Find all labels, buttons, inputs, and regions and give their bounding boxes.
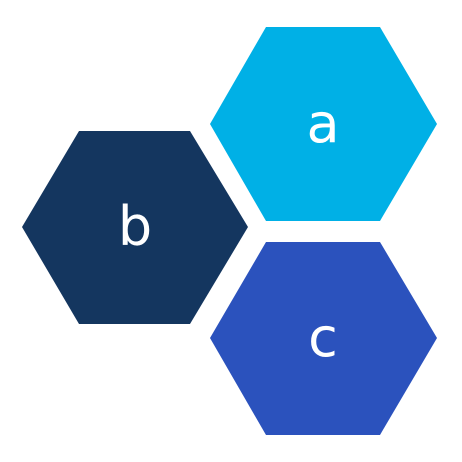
hexagon-b-shape <box>22 131 248 324</box>
hexagon-c: c <box>210 242 437 435</box>
hexagon-b-label: b <box>118 195 152 258</box>
hexagon-c-label: c <box>308 306 338 369</box>
hexagon-c-shape <box>210 242 437 435</box>
hexagon-b: b <box>22 131 248 324</box>
hexagon-a-label: a <box>306 92 339 155</box>
hexagon-a-shape <box>210 27 437 221</box>
hexagon-a: a <box>210 27 437 221</box>
